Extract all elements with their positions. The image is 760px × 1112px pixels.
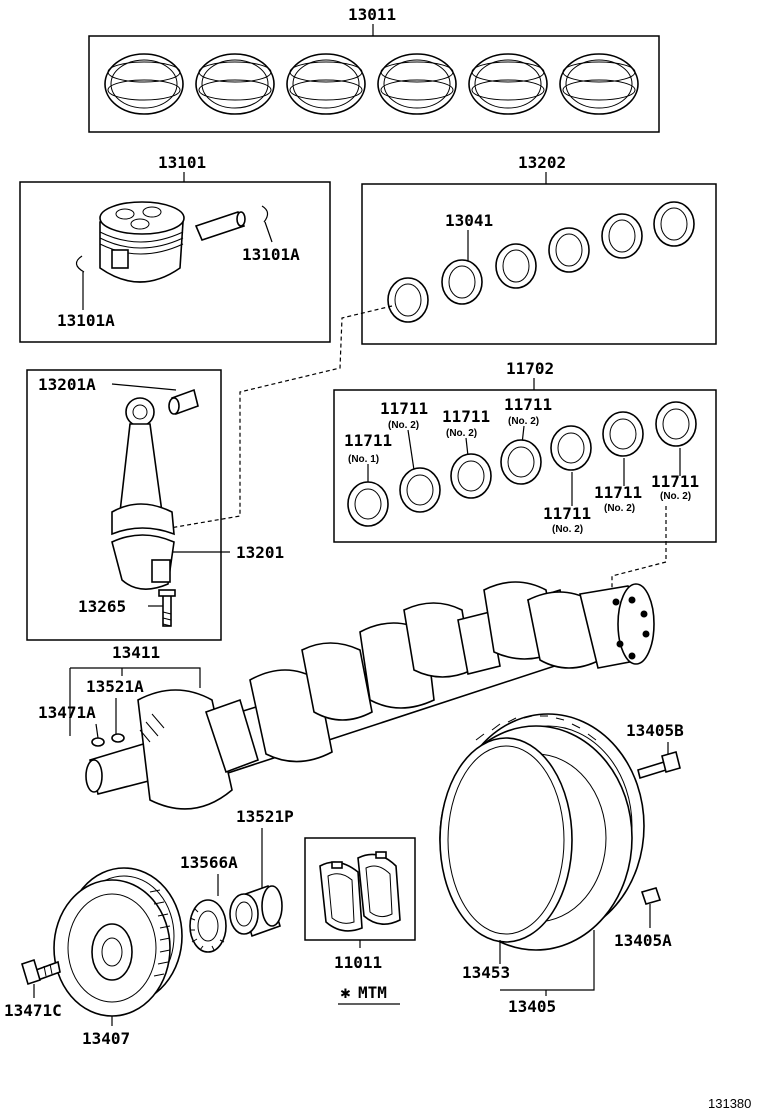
snap-ring-right [261,205,269,223]
snap-ring-left-label: 13101A [57,311,115,330]
ring-gear [439,737,573,943]
timing-pulley [229,884,283,938]
conrod-bushing-label: 13201A [38,375,96,394]
main-bearing-7 [655,401,697,447]
thrust-washer-group: 11011 ✱ MTM [304,837,416,1005]
conrod-bearing-2 [441,259,483,305]
main-bearing-box [333,389,717,543]
piston [99,201,185,283]
flywheel-bolt [637,751,681,780]
conrod-bearing-group: 13202 13041 [361,153,717,345]
ring-gear-label: 13453 [462,963,510,982]
asterisk-icon: ✱ [340,986,351,1001]
thrust-washer-label: 11011 [334,953,382,972]
piston-box [19,181,331,343]
damper-pulley [53,867,183,1017]
main-bearing-f-sub: (No. 2) [604,503,635,514]
crankshaft [85,581,655,810]
thrust-washer-2 [357,851,401,925]
ring-set-2 [195,53,275,115]
conrod-bearing-1 [387,277,429,323]
flywheel-pin [640,887,662,905]
main-bearing-6 [602,411,644,457]
flywheel-bolt-group: 13405B [626,721,684,780]
piston-pin [194,211,246,241]
main-bearing-g-sub: (No. 2) [660,491,691,502]
timing-pulley-label: 13521P [236,807,294,826]
main-bearing-leader [611,506,667,602]
pulley-bolt [21,958,61,986]
ring-set-1 [104,53,184,115]
snap-ring-left [75,255,85,273]
crank-keys [91,733,125,747]
thrust-washer-1 [319,861,363,932]
main-bearing-f-label: 11711 [594,483,642,502]
conrod-bearing-6 [653,201,695,247]
ring-set-5 [468,53,548,115]
crankshaft-label: 13411 [112,643,160,662]
conrod-bearing-label: 13041 [445,211,493,230]
ring-set-6 [559,53,639,115]
flywheel-bolt-label: 13405B [626,721,684,740]
mtm-note: ✱ MTM [338,983,400,1005]
damper-pulley-group: 13407 [53,867,183,1048]
conrod-bearing-leader [169,305,393,529]
snap-ring-right-label: 13101A [242,245,300,264]
piston-rings-label: 13011 [348,5,396,24]
ring-set-3 [286,53,366,115]
main-bearing-group: 11702 11711 (No. 1) 11711 (No. 2) 11711 … [333,359,717,543]
main-bearing-b-sub: (No. 2) [388,420,419,431]
flywheel-label: 13405 [508,997,556,1016]
damper-pulley-label: 13407 [82,1029,130,1048]
main-bearing-d-label: 11711 [504,395,552,414]
timing-pulley-group: 13521P [229,807,294,938]
conrod [111,397,175,590]
flywheel-group: 13405A 13453 13405 [439,713,672,1016]
conrod-bearing-5 [601,213,643,259]
conrod-bolt [158,589,176,627]
main-bearing-no1-label: 11711 [344,431,392,450]
figure-reference: 131380 [708,1096,751,1111]
conrod-label: 13201 [236,543,284,562]
main-bearing-5 [550,425,592,471]
pulley-bolt-label: 13471C [4,1001,62,1020]
main-bearing-c-sub: (No. 2) [446,428,477,439]
piston-rings-box [88,35,660,133]
conrod-box [26,369,222,641]
main-bearing-2 [399,467,441,513]
main-bearing-c-label: 11711 [442,407,490,426]
crank-key-b-label: 13471A [38,703,96,722]
main-bearing-e-label: 11711 [543,504,591,523]
main-bearing-b-label: 11711 [380,399,428,418]
piston-label: 13101 [158,153,206,172]
oil-pump-gear-label: 13566A [180,853,238,872]
main-bearing-e-sub: (No. 2) [552,524,583,535]
conrod-bushing [168,388,199,416]
main-bearing-set-label: 11702 [506,359,554,378]
conrod-group: 13201A 13201 13265 [26,369,284,641]
main-bearing-4 [500,439,542,485]
conrod-bearing-3 [495,243,537,289]
mtm-note-label: MTM [358,983,387,1002]
main-bearing-no1-sub: (No. 1) [348,454,379,465]
flywheel-pin-label: 13405A [614,931,672,950]
conrod-bearing-4 [548,227,590,273]
oil-pump-gear [189,899,227,953]
conrod-bearing-set-label: 13202 [518,153,566,172]
conrod-bolt-label: 13265 [78,597,126,616]
oil-pump-gear-group: 13566A [180,853,238,953]
main-bearing-1 [347,481,389,527]
conrod-bearing-box [361,183,717,345]
pulley-bolt-group: 13471C [4,958,62,1020]
main-bearing-3 [450,453,492,499]
piston-group: 13101 13101A 13101A [19,153,331,343]
main-bearing-g-label: 11711 [651,472,699,491]
main-bearing-d-sub: (No. 2) [508,416,539,427]
piston-rings-group: 13011 [88,5,660,133]
crankshaft-group: 13411 13521A 13471A [38,581,655,810]
ring-set-4 [377,53,457,115]
crank-key-a-label: 13521A [86,677,144,696]
